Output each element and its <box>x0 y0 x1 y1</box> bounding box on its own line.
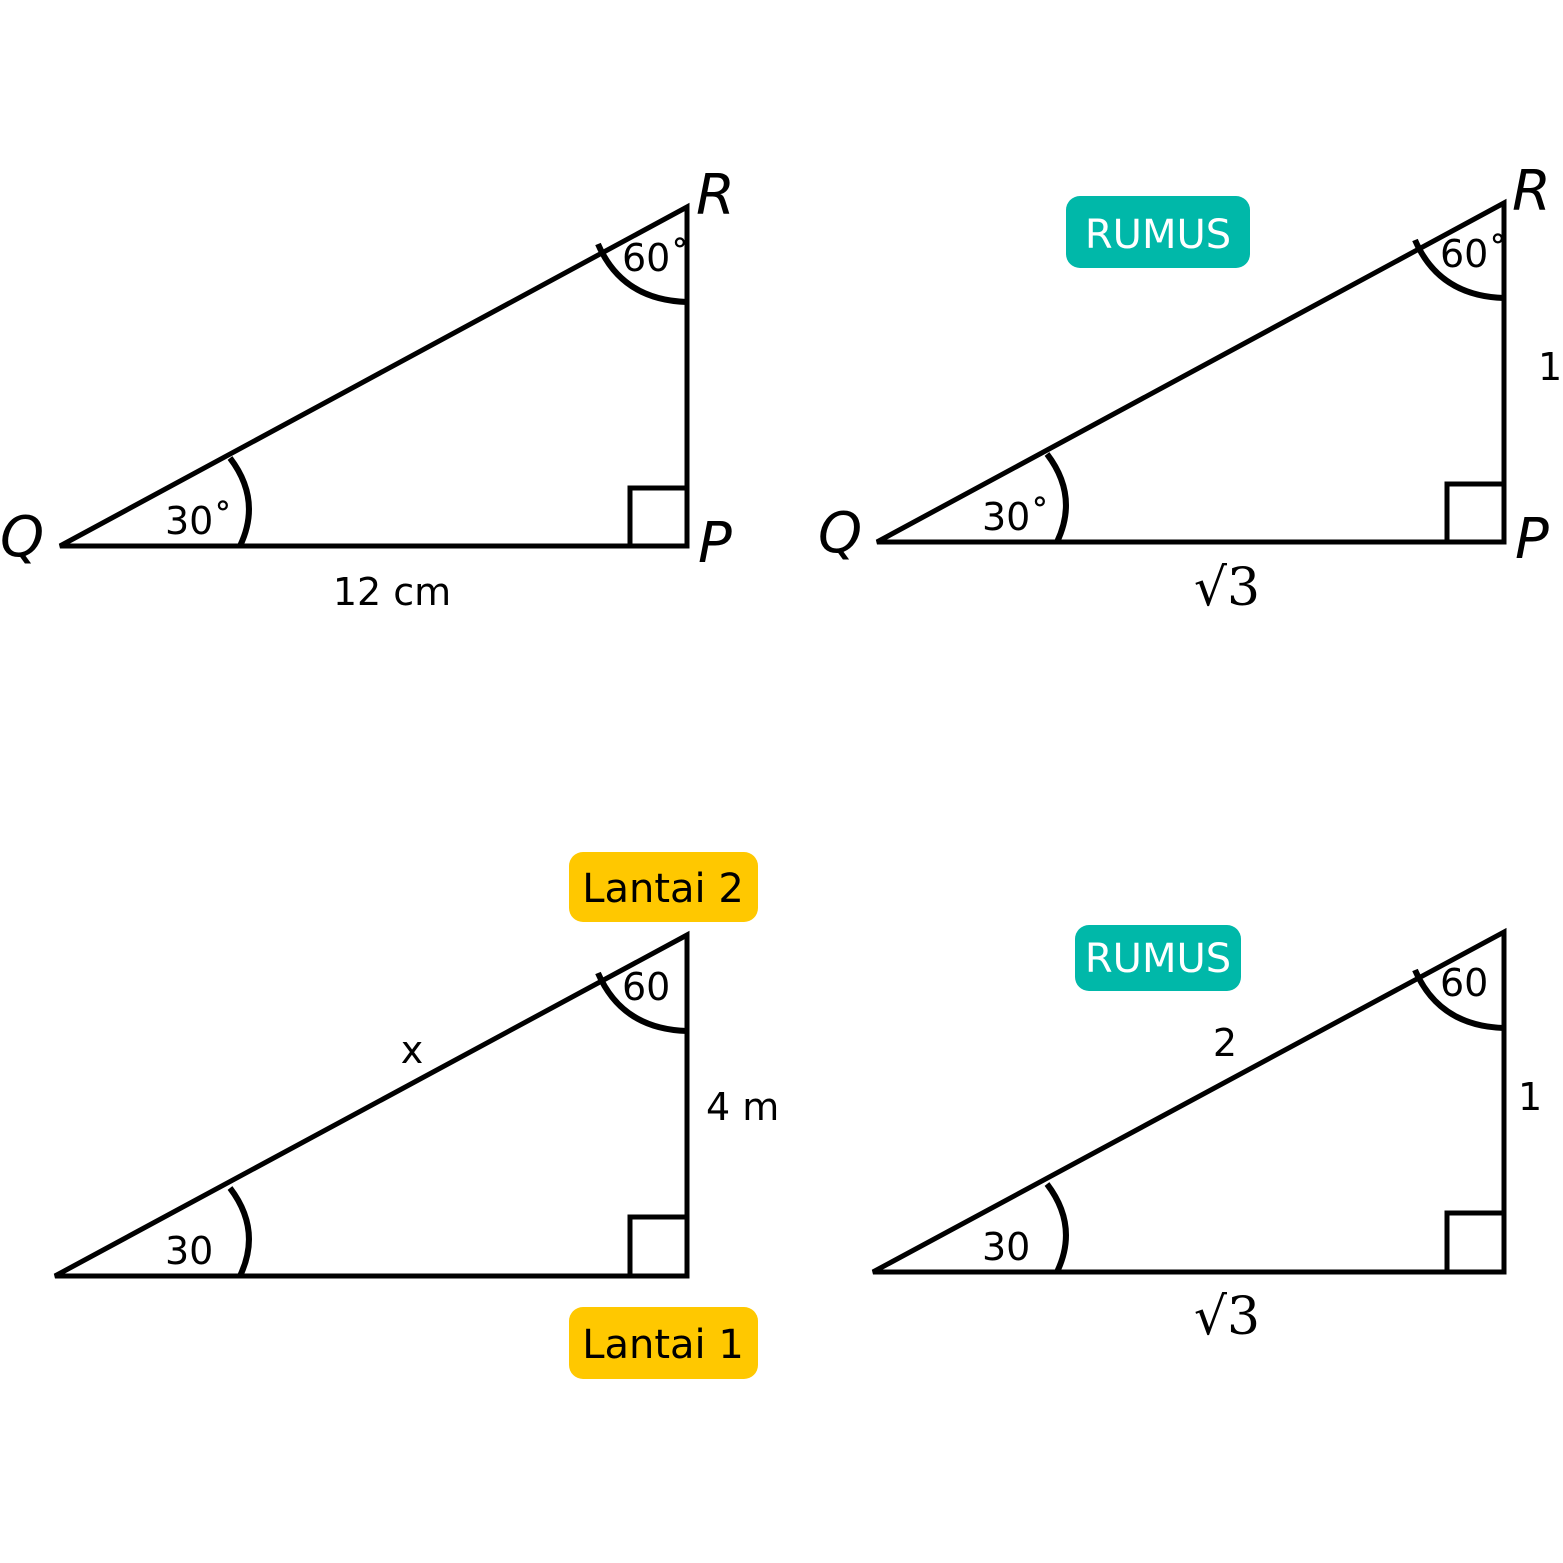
angle-top-label: 60 <box>622 965 670 1009</box>
rumus-badge <box>1075 925 1241 991</box>
rumus-badge-label: RUMUS <box>1085 936 1231 982</box>
angle-r-label: 60˚ <box>622 236 689 280</box>
angle-q-label: 30˚ <box>165 499 232 543</box>
panel-3-stairs-triangle: Lantai 2 60 30 x 4 m Lantai 1 <box>53 852 779 1379</box>
lantai-1-label: Lantai 1 <box>582 1322 744 1368</box>
angle-r-label: 60˚ <box>1440 232 1507 276</box>
angle-bottom-arc <box>1044 1182 1069 1274</box>
panel-4-formula-triangle: RUMUS 60 30 2 1 √3 <box>871 925 1542 1347</box>
angle-q-arc <box>227 456 252 548</box>
angle-top-arc <box>595 971 688 1034</box>
right-angle-marker <box>1444 481 1507 545</box>
hypotenuse-label: 2 <box>1213 1021 1237 1065</box>
right-angle-marker <box>1444 1210 1507 1275</box>
vertex-r-label: R <box>1512 159 1551 224</box>
rumus-badge-label: RUMUS <box>1085 212 1231 258</box>
height-label: 4 m <box>706 1085 779 1129</box>
angle-bottom-arc <box>227 1186 252 1278</box>
vertex-p-label: P <box>698 511 732 576</box>
angle-q-arc <box>1044 452 1069 544</box>
vertex-q-label: Q <box>0 505 44 570</box>
right-angle-marker <box>627 1214 690 1279</box>
vertex-q-label: Q <box>818 501 862 566</box>
side-qp-length: √3 <box>1194 558 1260 618</box>
triangle-qpr-outline <box>875 198 1507 545</box>
right-angle-marker <box>627 485 690 549</box>
angle-bottom-label: 30 <box>982 1225 1030 1269</box>
lantai-1-badge <box>569 1307 758 1379</box>
triangle-outline <box>871 927 1507 1275</box>
side-qp-length: 12 cm <box>333 570 451 614</box>
vertex-r-label: R <box>696 163 735 228</box>
lantai-2-badge <box>569 852 758 922</box>
triangle-outline <box>53 930 690 1279</box>
angle-q-label: 30˚ <box>982 495 1049 539</box>
angle-r-arc <box>1412 238 1505 301</box>
base-label: √3 <box>1194 1287 1260 1347</box>
triangle-qpr-outline <box>58 202 690 549</box>
panel-2-formula-triangle: RUMUS R Q P 60˚ 30˚ 1 √3 <box>818 159 1562 618</box>
side-pr-length: 1 <box>1538 345 1562 389</box>
angle-r-arc <box>595 242 688 305</box>
lantai-2-label: Lantai 2 <box>582 866 744 912</box>
hypotenuse-label: x <box>401 1028 424 1072</box>
angle-bottom-label: 30 <box>165 1229 213 1273</box>
panel-1-triangle: R Q P 60˚ 30˚ 12 cm <box>0 163 735 614</box>
rumus-badge <box>1066 196 1250 268</box>
angle-top-arc <box>1412 968 1505 1031</box>
vertex-p-label: P <box>1515 507 1549 572</box>
angle-top-label: 60 <box>1440 961 1488 1005</box>
height-label: 1 <box>1518 1075 1542 1119</box>
